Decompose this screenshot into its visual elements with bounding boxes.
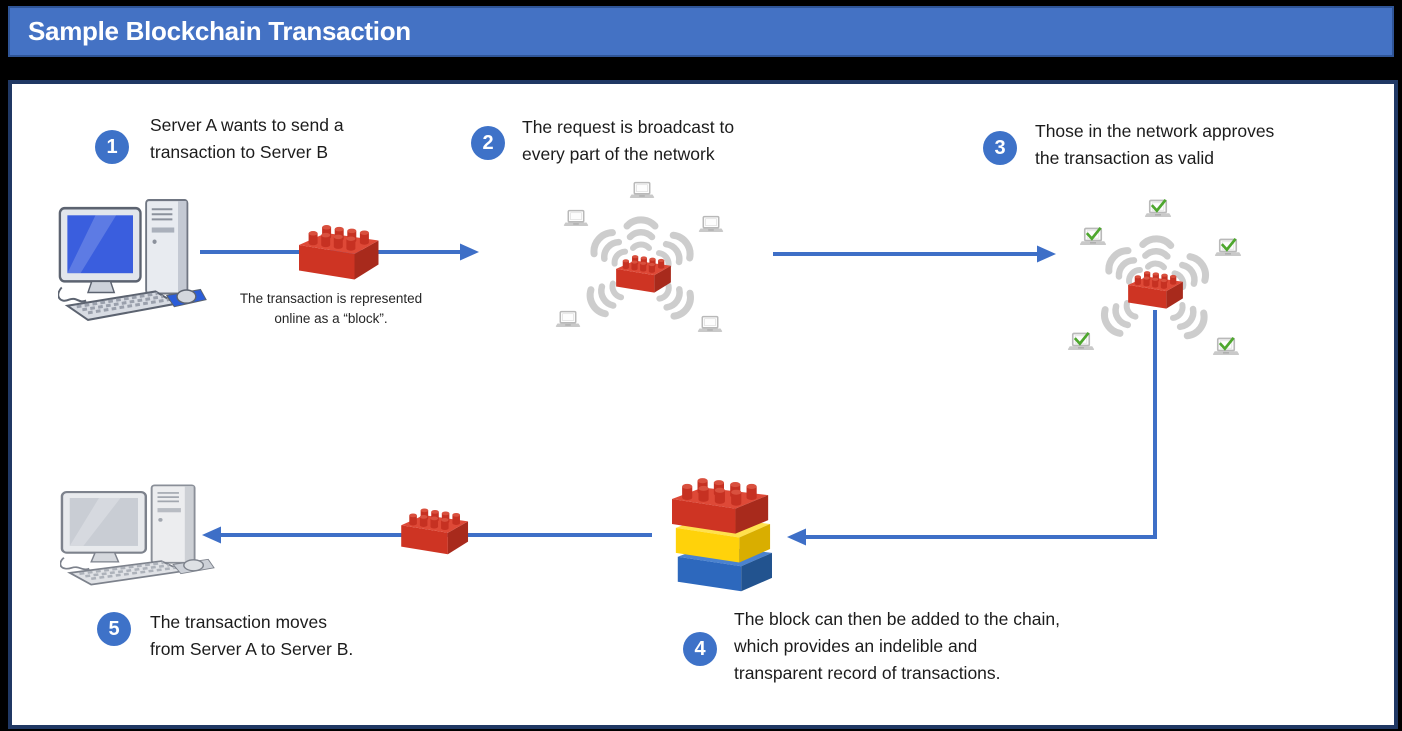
approved-node-icon (1213, 238, 1243, 259)
transaction-block-icon (396, 500, 472, 558)
text-line: every part of the network (522, 144, 715, 164)
approved-node-icon (1143, 199, 1173, 220)
text-line: Server A wants to send a (150, 115, 344, 135)
title-bar: Sample Blockchain Transaction (8, 6, 1394, 57)
approved-node-icon (1066, 332, 1096, 353)
text-line: The transaction is represented (239, 291, 423, 306)
step-badge-3: 3 (983, 131, 1017, 165)
transaction-block-icon (1124, 264, 1186, 312)
approved-node-icon (1078, 227, 1108, 248)
transaction-block-icon (293, 215, 383, 284)
network-node-icon (697, 215, 725, 233)
text-line: transparent record of transactions. (734, 663, 1001, 683)
page-title: Sample Blockchain Transaction (28, 16, 411, 46)
server-a-computer-icon (58, 199, 207, 322)
network-node-icon (628, 181, 656, 199)
step-badge-1: 1 (95, 130, 129, 164)
step-1-text: Server A wants to send a transaction to … (150, 112, 344, 166)
transaction-block-icon (612, 248, 674, 296)
network-node-icon (554, 310, 582, 328)
step-badge-5: 5 (97, 612, 131, 646)
server-b-computer-icon (60, 484, 215, 586)
text-line: transaction to Server B (150, 142, 328, 162)
step-badge-2: 2 (471, 126, 505, 160)
blockchain-stack-icon (672, 478, 772, 592)
step-4-text: The block can then be added to the chain… (734, 606, 1060, 687)
text-line: Those in the network approves (1035, 121, 1275, 141)
text-line: which provides an indelible and (734, 636, 978, 656)
text-line: The transaction moves (150, 612, 328, 632)
approved-node-icon (1211, 337, 1241, 358)
text-line: online as a “block”. (274, 311, 388, 326)
diagram-panel (8, 80, 1398, 729)
step-3-text: Those in the network approves the transa… (1035, 118, 1274, 172)
text-line: the transaction as valid (1035, 148, 1214, 168)
text-line: from Server A to Server B. (150, 639, 354, 659)
block-note: The transaction is represented online as… (225, 289, 437, 329)
step-5-text: The transaction moves from Server A to S… (150, 609, 353, 663)
step-2-text: The request is broadcast to every part o… (522, 114, 734, 168)
step-badge-4: 4 (683, 632, 717, 666)
text-line: The request is broadcast to (522, 117, 735, 137)
network-node-icon (562, 209, 590, 227)
network-node-icon (696, 315, 724, 333)
text-line: The block can then be added to the chain… (734, 609, 1060, 629)
